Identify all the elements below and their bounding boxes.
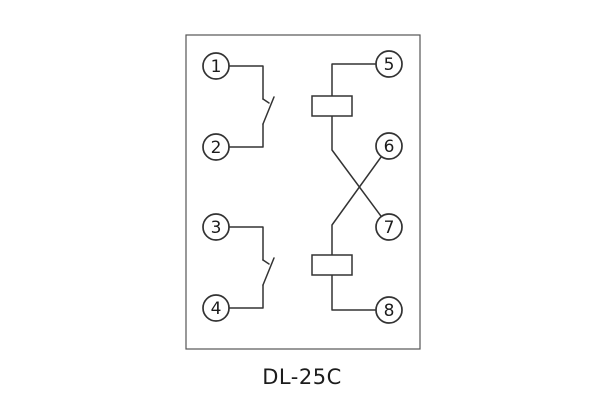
terminal-circle-5 bbox=[375, 50, 403, 78]
terminal-label-3: 3 bbox=[211, 218, 222, 238]
wire bbox=[215, 284, 264, 309]
terminal-label-7: 7 bbox=[384, 218, 395, 238]
diagram-caption: DL-25C bbox=[262, 365, 341, 389]
crossed-wires bbox=[331, 115, 390, 256]
coil-upper bbox=[311, 95, 353, 117]
wire-coil2-to-terminal8 bbox=[331, 274, 390, 311]
diagram-border bbox=[185, 34, 421, 350]
switch-blade bbox=[262, 96, 275, 125]
coil-lower bbox=[311, 254, 353, 276]
terminal-circle-7 bbox=[375, 213, 403, 241]
switch-tick bbox=[262, 98, 270, 104]
switch-blade bbox=[262, 257, 275, 286]
terminal-label-8: 8 bbox=[384, 301, 395, 321]
wire bbox=[215, 65, 264, 100]
terminal-label-2: 2 bbox=[211, 138, 222, 158]
terminal-circle-3 bbox=[202, 213, 230, 241]
terminal-circle-2 bbox=[202, 133, 230, 161]
terminal-circle-4 bbox=[202, 294, 230, 322]
wire-terminal5-to-coil1 bbox=[331, 63, 390, 97]
wire bbox=[215, 226, 264, 261]
contact-switch-bottom bbox=[215, 226, 275, 309]
terminal-label-1: 1 bbox=[211, 57, 222, 77]
terminal-label-6: 6 bbox=[384, 137, 395, 157]
terminal-label-4: 4 bbox=[211, 299, 222, 319]
terminal-label-5: 5 bbox=[384, 55, 395, 75]
terminal-circle-6 bbox=[375, 132, 403, 160]
wire-coil1-to-terminal7 bbox=[331, 115, 390, 228]
contact-switch-top bbox=[215, 65, 275, 148]
terminal-circle-1 bbox=[202, 52, 230, 80]
wire-terminal6-to-coil2 bbox=[331, 145, 390, 256]
wire bbox=[215, 123, 264, 148]
switch-tick bbox=[262, 259, 270, 265]
terminal-circle-8 bbox=[375, 296, 403, 324]
